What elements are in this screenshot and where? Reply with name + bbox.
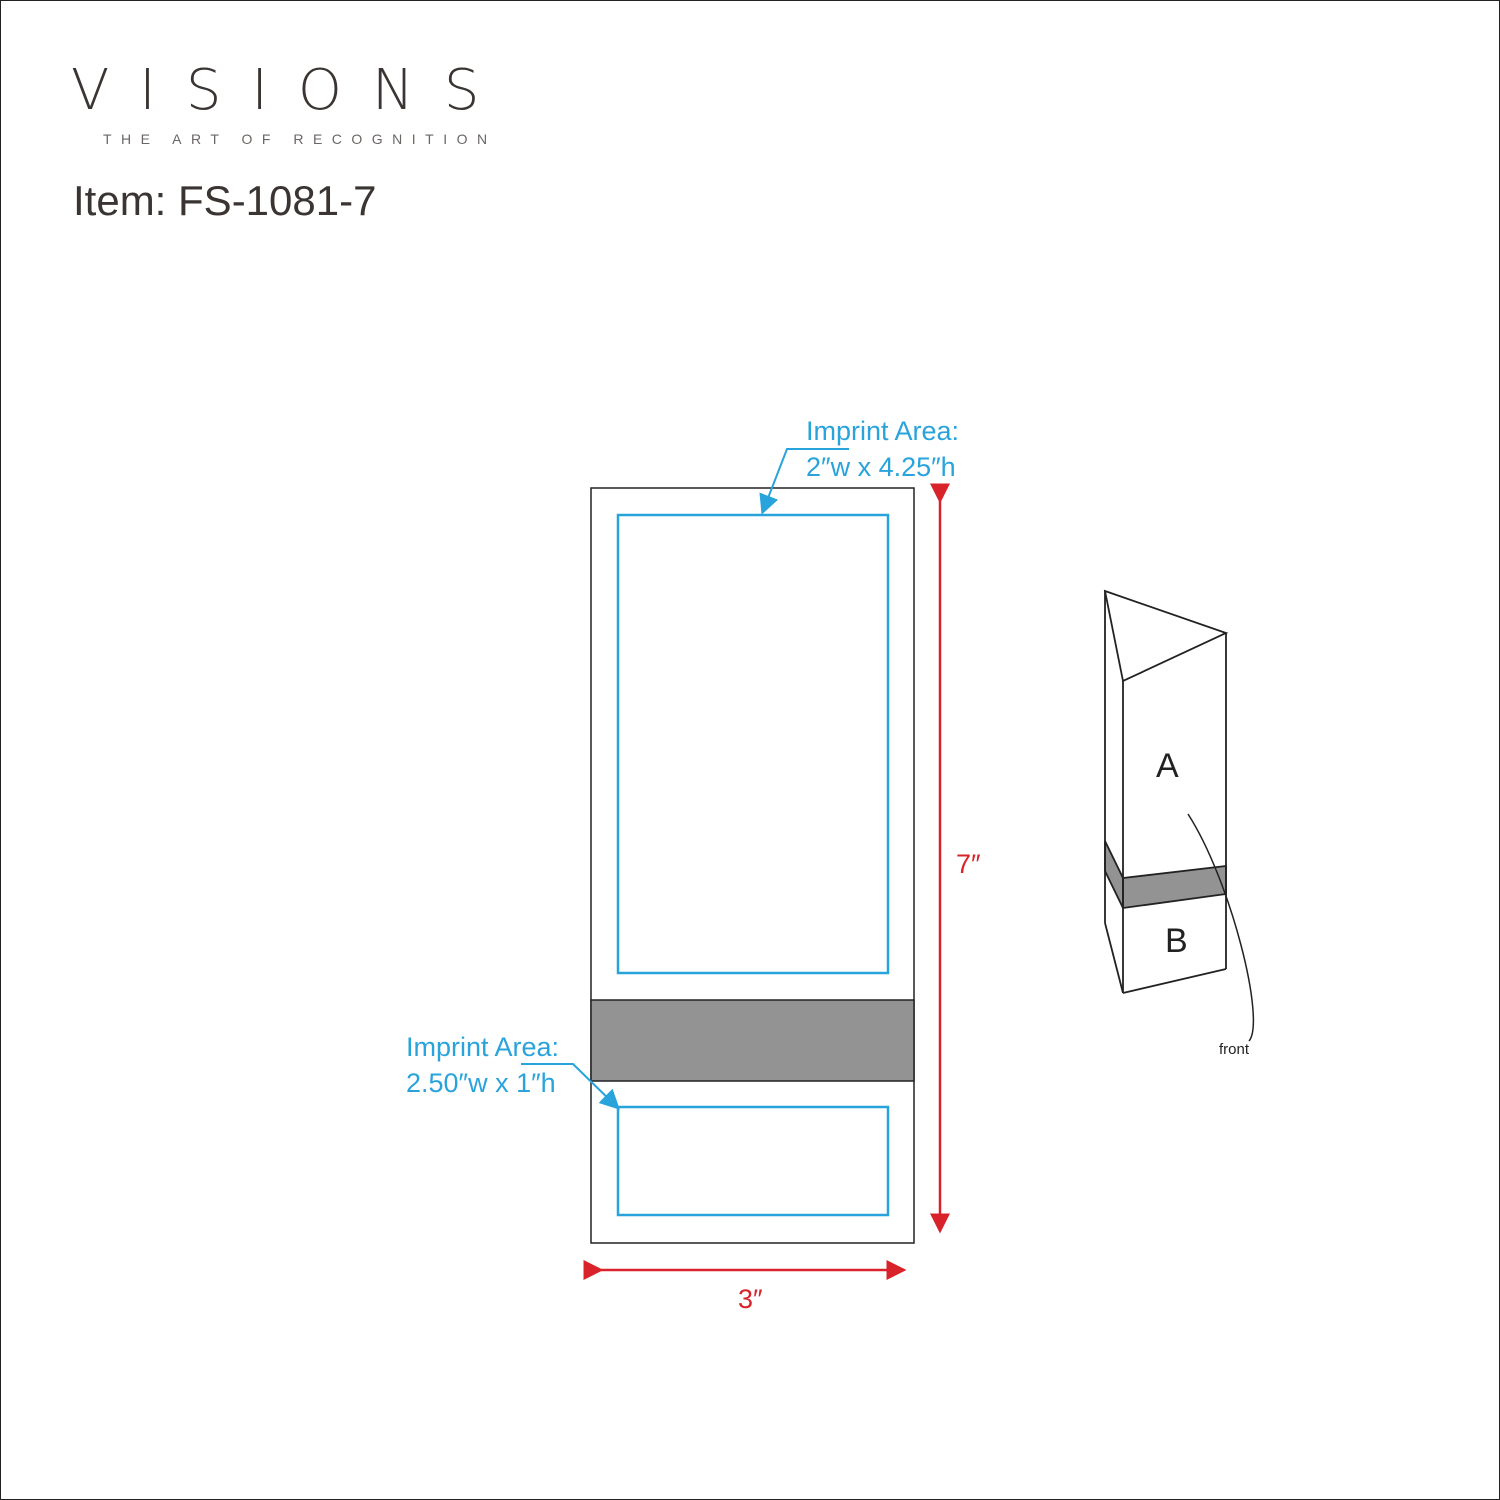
lower-imprint-size: 2.50″w x 1″h xyxy=(406,1068,556,1098)
brand-logo: VISIONS xyxy=(71,58,510,123)
upper-imprint-arrow xyxy=(759,448,849,515)
face-b-label: B xyxy=(1165,922,1188,960)
upper-imprint-area xyxy=(616,513,890,975)
lower-imprint-title: Imprint Area: xyxy=(406,1032,559,1062)
lower-imprint-area xyxy=(616,1105,890,1217)
item-number: Item: FS-1081-7 xyxy=(73,177,377,224)
front-label: front xyxy=(1219,1041,1250,1058)
award-front-outline xyxy=(590,487,915,1244)
lower-imprint-arrow xyxy=(521,1063,620,1110)
face-a-label: A xyxy=(1156,747,1179,785)
width-label: 3″ xyxy=(738,1284,763,1314)
metal-band xyxy=(590,999,915,1082)
isometric-view xyxy=(1103,589,1255,1042)
upper-imprint-title: Imprint Area: xyxy=(806,416,959,446)
brand-tagline: THE ART OF RECOGNITION xyxy=(103,131,497,147)
height-label: 7″ xyxy=(956,849,981,879)
upper-imprint-size: 2″w x 4.25″h xyxy=(806,452,956,482)
